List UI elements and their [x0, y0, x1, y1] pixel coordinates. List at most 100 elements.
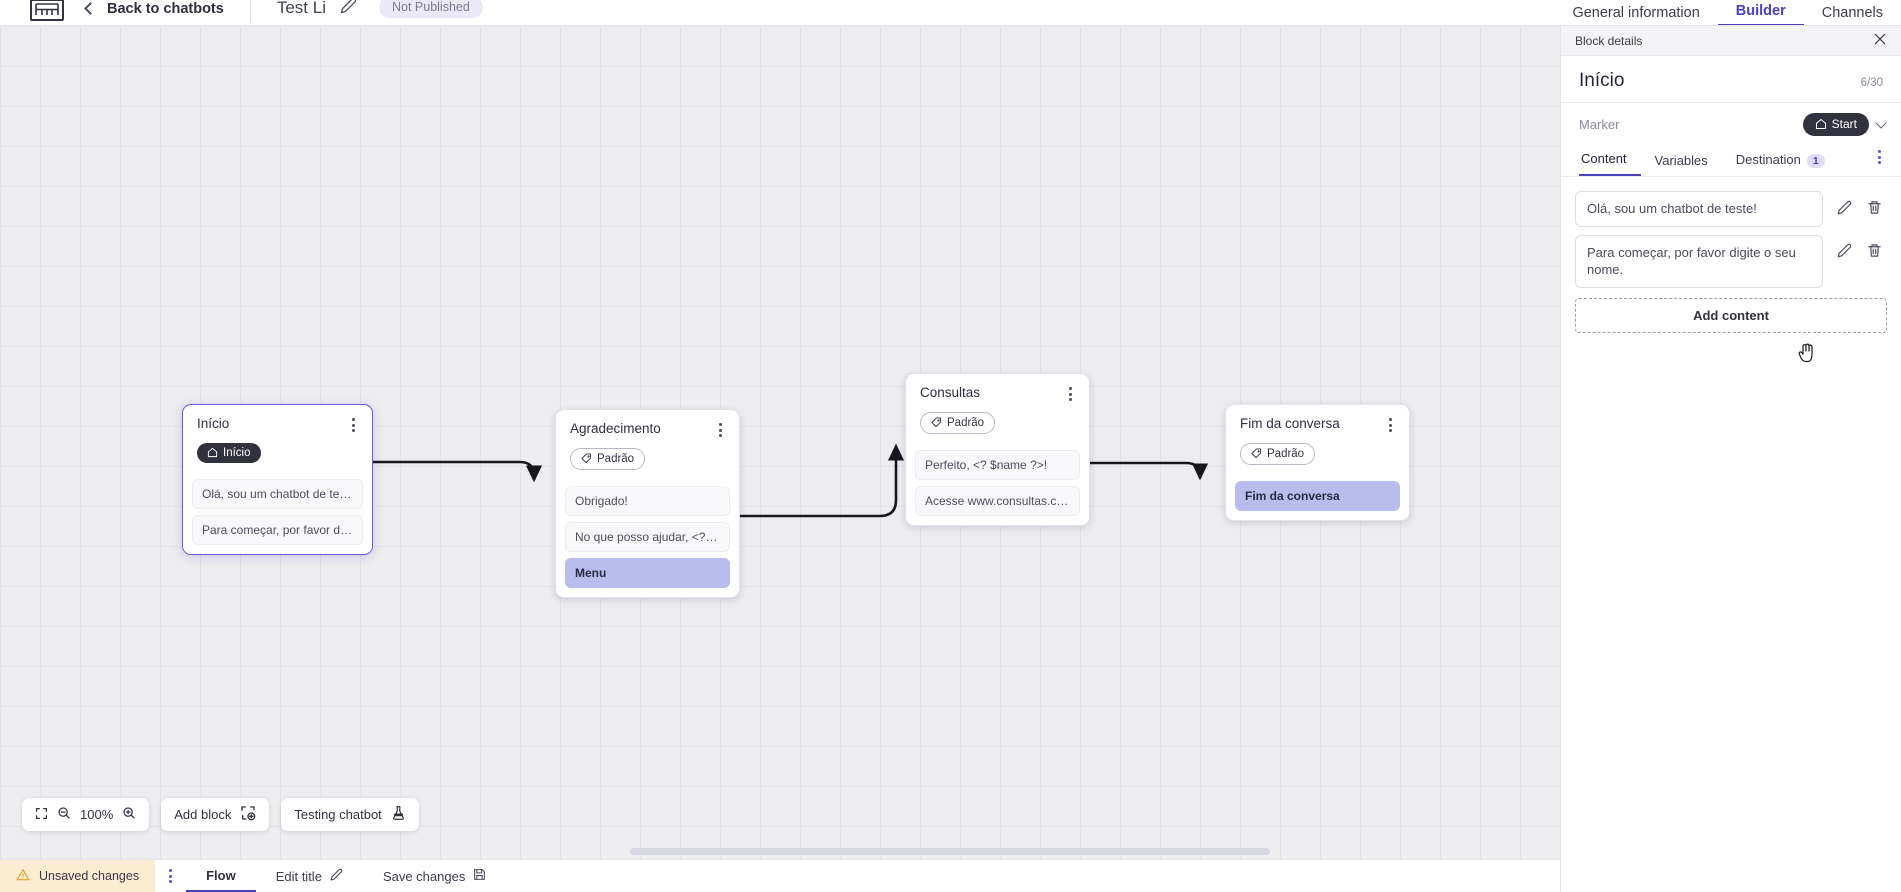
node-menu-kebab-icon[interactable] [349, 416, 358, 434]
edge-agradecimento-consultas [737, 443, 905, 518]
destination-count-badge: 1 [1806, 154, 1825, 168]
save-disk-icon [473, 868, 486, 884]
flow-node-agradecimento[interactable]: Agradecimento Padrão Obrigado! No que po… [555, 409, 740, 598]
canvas-horizontal-scrollbar[interactable] [0, 848, 1560, 857]
home-icon [207, 447, 218, 458]
flow-node-inicio[interactable]: Início Início Olá, sou um chatbot de tes… [182, 404, 373, 555]
delete-content-trash-icon[interactable] [1861, 194, 1887, 220]
flow-node-fim-da-conversa[interactable]: Fim da conversa Padrão Fim da conversa [1225, 404, 1410, 521]
warning-icon [16, 868, 30, 885]
node-message[interactable]: Acesse www.consultas.com par... [915, 485, 1080, 516]
tag-icon [931, 417, 942, 428]
flask-icon [391, 805, 406, 824]
panel-header-label: Block details [1575, 33, 1643, 48]
tag-icon [581, 453, 592, 464]
panel-tab-destination[interactable]: Destination 1 [1722, 146, 1839, 176]
tab-general-information[interactable]: General information [1572, 5, 1700, 21]
chevron-left-icon [84, 2, 97, 15]
save-changes-button[interactable]: Save changes [363, 860, 506, 892]
node-title: Consultas [920, 385, 981, 400]
top-header-bar: Back to chatbots Test Li Not Published G… [0, 0, 1901, 26]
bottom-tab-flow[interactable]: Flow [186, 860, 256, 892]
node-header: Fim da conversa Padrão [1226, 405, 1409, 475]
node-message-menu[interactable]: Menu [565, 557, 730, 588]
marker-value-label: Start [1831, 117, 1857, 131]
tag-icon [1251, 448, 1262, 459]
node-tag-default: Padrão [570, 448, 646, 470]
panel-content-list: Olá, sou um chatbot de teste! Par [1561, 177, 1901, 892]
node-message[interactable]: Perfeito, <? $name ?>! [915, 449, 1080, 480]
page-title: Início [1579, 70, 1625, 91]
edit-name-pencil-icon[interactable] [340, 0, 357, 19]
node-header: Agradecimento Padrão [556, 410, 739, 480]
home-icon [1815, 119, 1826, 129]
flow-canvas[interactable]: Início Início Olá, sou um chatbot de tes… [0, 26, 1560, 859]
tab-channels[interactable]: Channels [1821, 5, 1883, 21]
status-badge: Not Published [378, 0, 483, 18]
flow-label: Flow [206, 867, 236, 883]
zoom-in-icon[interactable] [122, 806, 136, 823]
delete-content-trash-icon[interactable] [1861, 238, 1887, 264]
chevron-down-icon[interactable] [1875, 117, 1887, 129]
node-messages: Olá, sou um chatbot de teste! Para começ… [183, 479, 372, 554]
scrollbar-thumb[interactable] [630, 848, 1270, 855]
marker-label: Marker [1579, 117, 1620, 132]
edit-content-pencil-icon[interactable] [1831, 194, 1857, 220]
content-text[interactable]: Olá, sou um chatbot de teste! [1575, 191, 1823, 227]
back-to-chatbots-button[interactable]: Back to chatbots [84, 0, 251, 22]
panel-tab-variables[interactable]: Variables [1654, 153, 1708, 168]
add-content-button[interactable]: Add content [1575, 297, 1887, 333]
node-message[interactable]: Olá, sou um chatbot de teste! [192, 479, 363, 509]
flow-node-consultas[interactable]: Consultas Padrão Perfeito, <? $name ?>! … [905, 373, 1090, 526]
content-actions [1823, 191, 1887, 220]
edge-consultas-fim [1089, 461, 1209, 481]
block-counter: 6/30 [1860, 77, 1883, 89]
edit-title-button[interactable]: Edit title [256, 860, 363, 892]
bottom-menu-kebab-icon[interactable] [155, 860, 186, 892]
panel-menu-kebab-icon[interactable] [1876, 144, 1883, 176]
marker-value-badge[interactable]: Start [1802, 113, 1869, 136]
node-tag-start: Início [197, 443, 261, 463]
node-tag-label: Padrão [947, 416, 985, 429]
content-actions [1823, 235, 1887, 264]
node-message-end[interactable]: Fim da conversa [1235, 480, 1400, 511]
fit-view-icon[interactable] [35, 807, 48, 823]
node-message[interactable]: Para começar, por favor digite o ... [192, 515, 363, 545]
panel-tab-destination-label: Destination [1735, 152, 1801, 167]
edge-inicio-agradecimento [373, 460, 543, 483]
node-menu-kebab-icon[interactable] [716, 421, 725, 439]
edit-content-pencil-icon[interactable] [1831, 238, 1857, 264]
canvas-toolbar: 100% Add block Testing chatbot [22, 798, 419, 831]
pencil-icon [330, 868, 343, 884]
chatbot-name: Test Li [276, 0, 326, 17]
node-messages: Fim da conversa [1226, 480, 1409, 520]
content-item: Para começar, por favor digite o seu nom… [1575, 234, 1887, 288]
node-header: Início Início [183, 405, 372, 473]
add-block-icon [240, 805, 256, 824]
node-menu-kebab-icon[interactable] [1386, 416, 1395, 434]
content-text[interactable]: Para começar, por favor digite o seu nom… [1575, 234, 1823, 288]
marker-row: Marker Start [1561, 103, 1901, 144]
block-details-panel: Block details Início 6/30 Marker Start [1560, 26, 1901, 892]
testing-chatbot-button[interactable]: Testing chatbot [281, 798, 419, 831]
add-block-button[interactable]: Add block [161, 798, 270, 831]
zoom-level-label: 100% [80, 807, 114, 822]
zoom-out-icon[interactable] [57, 806, 71, 823]
add-block-label: Add block [174, 807, 232, 822]
node-message[interactable]: No que posso ajudar, <? $name ... [565, 521, 730, 552]
zoom-controls-group: 100% [22, 798, 150, 831]
content-item: Olá, sou um chatbot de teste! [1575, 191, 1887, 227]
save-changes-label: Save changes [382, 868, 466, 884]
close-icon[interactable] [1873, 32, 1887, 49]
unsaved-changes-indicator: Unsaved changes [0, 860, 156, 892]
panel-tab-content[interactable]: Content [1579, 145, 1641, 176]
node-messages: Perfeito, <? $name ?>! Acesse www.consul… [906, 449, 1089, 525]
testing-chatbot-label: Testing chatbot [294, 807, 382, 822]
node-message[interactable]: Obrigado! [565, 485, 730, 516]
tab-builder[interactable]: Builder [1717, 3, 1804, 25]
node-menu-kebab-icon[interactable] [1066, 385, 1075, 403]
bottom-status-bar: Unsaved changes Flow Edit title Save cha… [0, 859, 1560, 892]
app-logo[interactable] [30, 0, 64, 21]
node-tag-default: Padrão [1240, 443, 1316, 465]
node-title: Fim da conversa [1240, 416, 1340, 431]
